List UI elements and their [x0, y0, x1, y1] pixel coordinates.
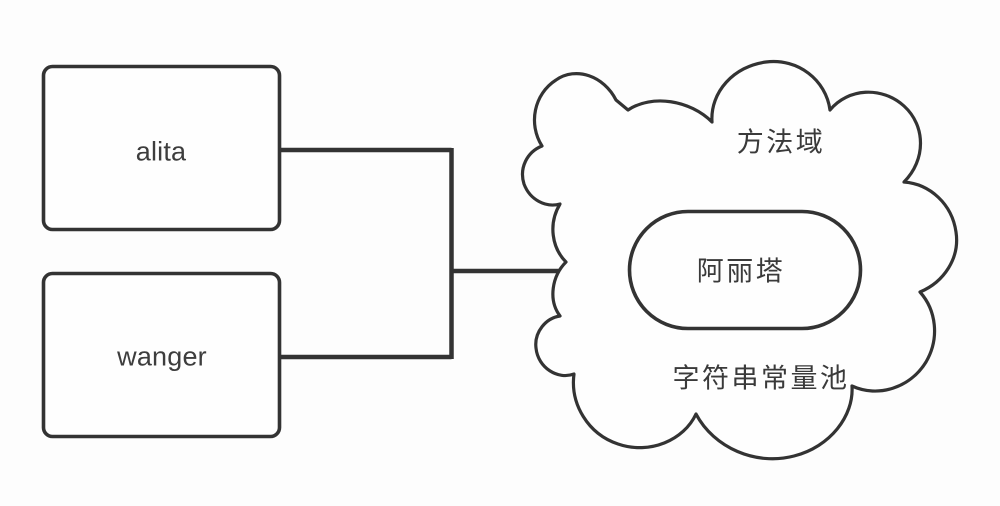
- node-box-alita: [41, 64, 282, 232]
- node-pill-interned-string: [627, 209, 863, 331]
- node-box-wanger: [41, 271, 282, 439]
